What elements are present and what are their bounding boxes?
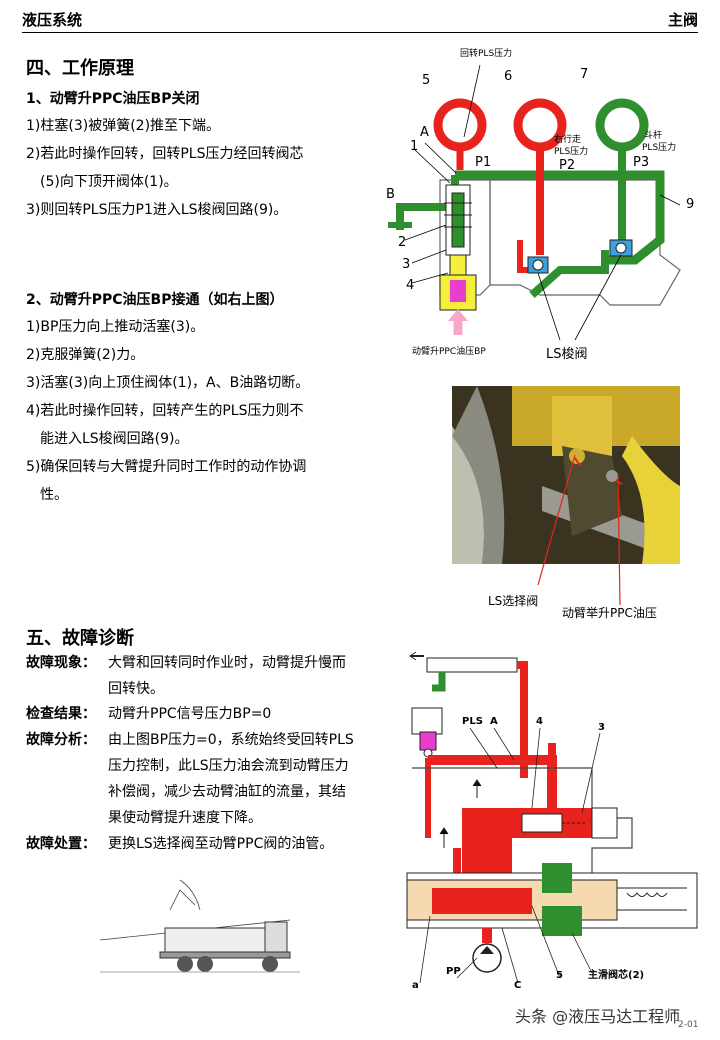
label-P2: P2 — [559, 158, 576, 173]
label-boom-ppc: 动臂举升PPC油压 — [562, 606, 657, 620]
text-line: 3)活塞(3)向上顶住阀体(1)，A、B油路切断。 — [26, 375, 310, 391]
label-A: A — [420, 125, 429, 140]
text-line: (5)向下顶开阀体(1)。 — [40, 174, 178, 190]
page-number: 2-01 — [678, 1020, 699, 1030]
label-2: 2 — [398, 235, 407, 250]
main-valve-diagram: PLS A 4 3 PP a C 5 主滑阀芯(2) — [402, 648, 702, 993]
text-line: 3)则回转PLS压力P1进入LS梭阀回路(9)。 — [26, 202, 288, 218]
section4-sub2: 2、动臂升PPC油压BP接通（如右上图） — [26, 292, 284, 308]
row-line: 补偿阀，减少去动臂油缸的流量，其结 — [108, 784, 346, 800]
text-line: 1)柱塞(3)被弹簧(2)推至下端。 — [26, 118, 221, 134]
row-key: 检查结果： — [26, 706, 96, 722]
label-swing-pls: 回转PLS压力 — [460, 49, 513, 59]
label-a: a — [412, 980, 419, 991]
text-line: 5)确保回转与大臂提升同时工作时的动作协调 — [26, 459, 307, 475]
label-bp: 动臂升PPC油压BP — [412, 347, 486, 357]
label-main-spool: 主滑阀芯(2) — [588, 970, 645, 981]
label-bucket: 斗杆 — [644, 131, 663, 141]
label-3: 3 — [402, 257, 411, 272]
row-line: 压力控制，此LS压力油会流到动臂压力 — [108, 758, 349, 774]
dump-truck-illustration — [100, 879, 300, 973]
ls-valve-schematic-svg — [388, 64, 681, 341]
text-line: 能进入LS梭阀回路(9)。 — [40, 431, 189, 447]
section4-text2: 1)BP压力向上推动活塞(3)。 2)克服弹簧(2)力。 3)活塞(3)向上顶住… — [26, 313, 309, 509]
section5-title: 五、故障诊断 — [26, 628, 134, 649]
label-n5: 5 — [422, 73, 431, 88]
diag-row-symptom: 故障现象： 大臂和回转同时作业时，动臂提升慢而回转快。 — [26, 650, 380, 702]
label-5b: 5 — [556, 970, 563, 981]
ls-valve-diagram: 回转PLS压力 5 6 7 A 1 P1 右行走 PLS压力 P2 斗杆 PLS… — [360, 45, 705, 375]
label-bucket-pls: PLS压力 — [642, 143, 677, 153]
valve-photo — [452, 386, 680, 564]
label-4: 4 — [406, 278, 415, 293]
row-key: 故障处置： — [26, 836, 96, 852]
label-ls-select: LS选择阀 — [488, 594, 539, 608]
row-line: 回转快。 — [108, 681, 164, 697]
section4-sub1: 1、动臂升PPC油压BP关闭 — [26, 91, 200, 107]
text-line: 1)BP压力向上推动活塞(3)。 — [26, 319, 205, 335]
label-P3: P3 — [633, 155, 650, 170]
main-valve-section-svg — [406, 651, 698, 984]
label-3b: 3 — [598, 722, 605, 733]
row-line: 果使动臂提升速度下降。 — [108, 810, 262, 826]
text-line: 2)若此时操作回转，回转PLS压力经回转阀芯 — [26, 146, 304, 162]
photo-leaders-svg — [537, 454, 621, 606]
label-P1: P1 — [475, 155, 492, 170]
row-line: 更换LS选择阀至动臂PPC阀的油管。 — [108, 836, 334, 852]
text-line: 性。 — [40, 487, 68, 503]
label-PLS: PLS — [462, 716, 483, 727]
label-n7: 7 — [580, 67, 589, 82]
row-line: 动臂升PPC信号压力BP=0 — [108, 706, 272, 722]
row-key: 故障分析： — [26, 732, 96, 748]
diag-row-action: 故障处置： 更换LS选择阀至动臂PPC阀的油管。 — [26, 831, 380, 857]
header-rule — [22, 32, 698, 33]
section4-title: 四、工作原理 — [26, 58, 134, 79]
label-A2: A — [490, 716, 498, 727]
text-line: 4)若此时操作回转，回转产生的PLS压力则不 — [26, 403, 304, 419]
label-4b: 4 — [536, 716, 543, 727]
label-C: C — [514, 980, 522, 991]
section4-text1: 1)柱塞(3)被弹簧(2)推至下端。 2)若此时操作回转，回转PLS压力经回转阀… — [26, 112, 304, 224]
text-line: 2)克服弹簧(2)力。 — [26, 347, 145, 363]
row-line: 由上图BP压力=0，系统始终受回转PLS — [108, 732, 354, 748]
row-line: 大臂和回转同时作业时，动臂提升慢而 — [108, 655, 346, 671]
diag-row-analysis: 故障分析： 由上图BP压力=0，系统始终受回转PLS 压力控制，此LS压力油会流到动… — [26, 727, 380, 831]
label-1: 1 — [410, 139, 419, 154]
valve-photo-svg — [452, 386, 680, 564]
label-B: B — [386, 187, 395, 202]
row-key: 故障现象： — [26, 655, 96, 671]
label-PP: PP — [446, 966, 461, 977]
header-title-left: 液压系统 — [22, 11, 83, 29]
header-title-right: 主阀 — [667, 11, 698, 29]
label-pls-p2: PLS压力 — [554, 147, 589, 157]
label-travel-right: 右行走 — [554, 135, 582, 145]
diag-row-check: 检查结果： 动臂升PPC信号压力BP=0 — [26, 701, 380, 727]
label-n6: 6 — [504, 69, 513, 84]
label-9: 9 — [686, 197, 695, 212]
watermark: 头条 @液压马达工程师 — [515, 1007, 681, 1026]
label-ls-shuttle: LS梭阀 — [546, 347, 588, 362]
